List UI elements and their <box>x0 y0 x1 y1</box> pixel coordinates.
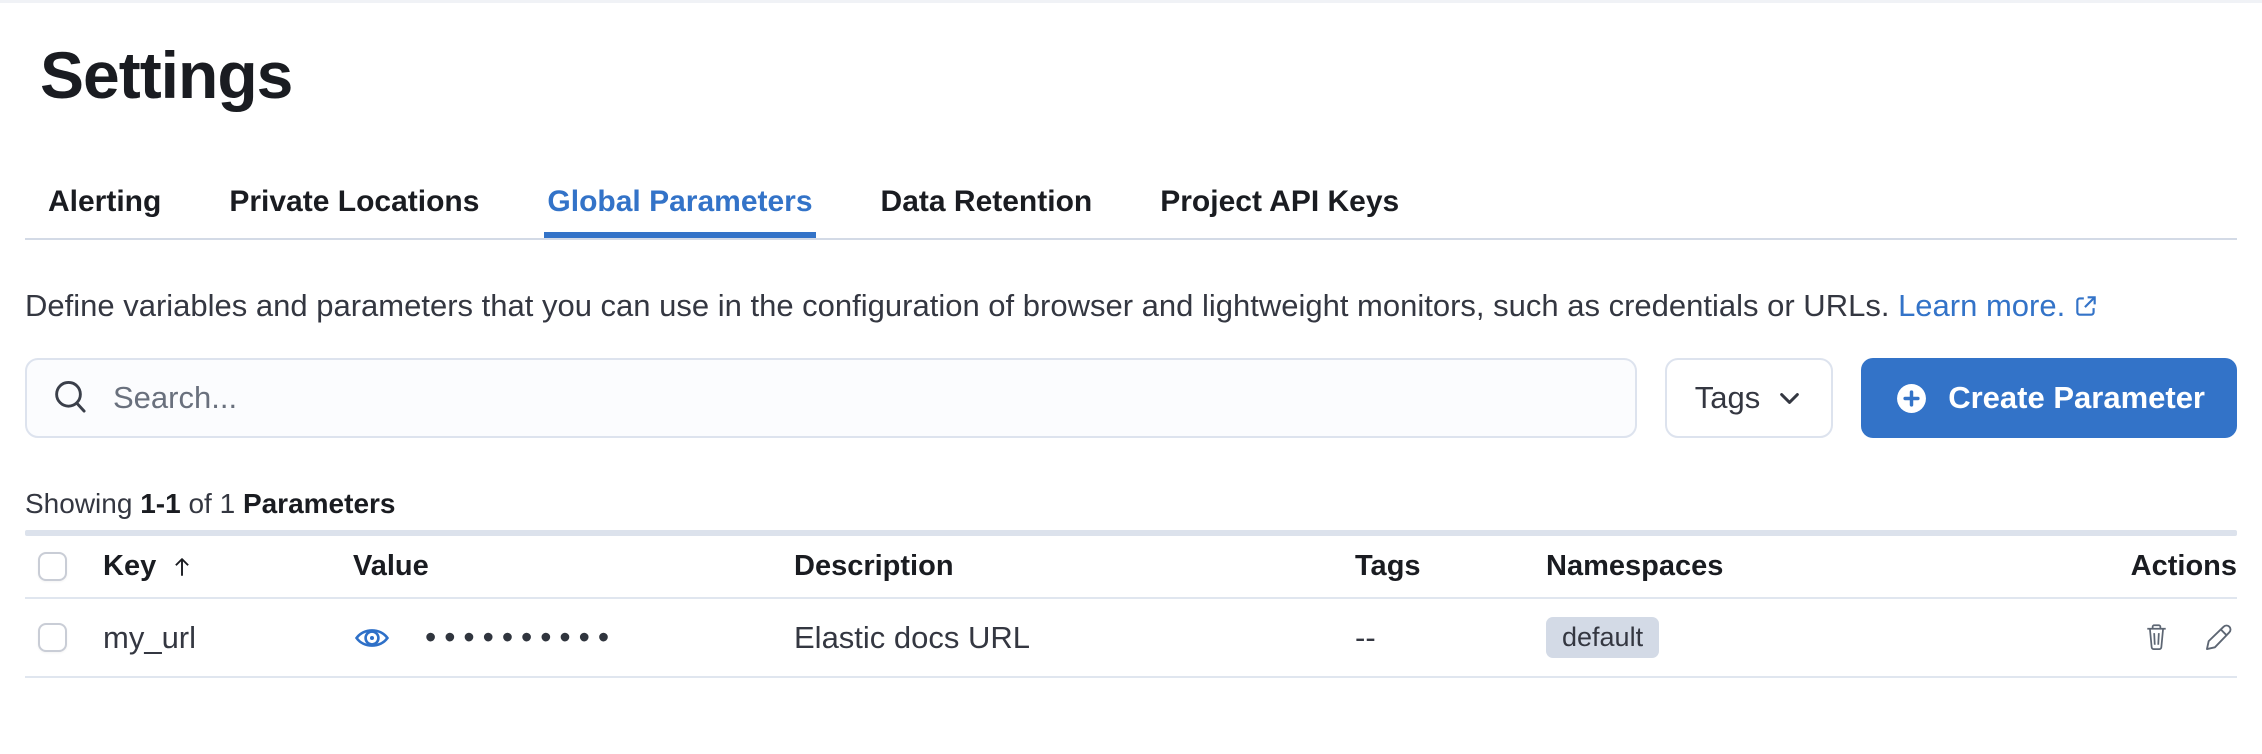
chevron-down-icon <box>1776 385 1803 412</box>
eye-icon <box>353 619 391 657</box>
column-header-tags[interactable]: Tags <box>1355 550 1546 583</box>
tab-global-parameters[interactable]: Global Parameters <box>544 185 815 238</box>
reveal-value-button[interactable] <box>353 619 391 657</box>
create-parameter-label: Create Parameter <box>1948 380 2205 415</box>
summary-total: 1 <box>219 488 236 519</box>
summary-middle: of <box>188 488 212 519</box>
learn-more-label: Learn more. <box>1898 288 2066 323</box>
tab-alerting[interactable]: Alerting <box>48 185 162 218</box>
column-value-label: Value <box>353 550 429 582</box>
namespace-badge: default <box>1546 617 1660 658</box>
page-description: Define variables and parameters that you… <box>25 282 2237 330</box>
settings-tabs: Alerting Private Locations Global Parame… <box>25 185 2237 240</box>
column-header-actions: Actions <box>1900 550 2237 583</box>
masked-value: •••••••••• <box>425 619 618 655</box>
settings-page: Settings Alerting Private Locations Glob… <box>0 3 2262 678</box>
column-actions-label: Actions <box>2130 550 2237 582</box>
row-tags-cell: -- <box>1355 619 1376 655</box>
parameters-toolbar: Tags Create Parameter <box>25 358 2237 438</box>
sort-ascending-icon <box>168 553 196 581</box>
search-input[interactable] <box>113 380 1611 416</box>
select-row-checkbox[interactable] <box>38 623 67 652</box>
row-checkbox-cell <box>25 623 103 652</box>
external-link-icon <box>2073 293 2099 319</box>
row-key-cell: my_url <box>103 619 197 655</box>
column-tags-label: Tags <box>1355 550 1421 582</box>
top-divider <box>0 0 2262 3</box>
table-header-row: Key Value Description Tags Namespaces Ac… <box>25 536 2237 599</box>
search-icon <box>51 378 91 418</box>
row-namespaces-cell: default <box>1546 617 1900 658</box>
tab-private-locations[interactable]: Private Locations <box>229 185 480 218</box>
delete-parameter-button[interactable] <box>2141 621 2172 654</box>
tags-filter-button[interactable]: Tags <box>1664 358 1834 438</box>
page-title: Settings <box>40 38 293 112</box>
tab-data-retention[interactable]: Data Retention <box>880 185 1093 218</box>
plus-in-circle-icon <box>1893 380 1930 417</box>
description-text: Define variables and parameters that you… <box>25 288 1890 323</box>
column-key-label: Key <box>103 550 157 582</box>
create-parameter-button[interactable]: Create Parameter <box>1861 358 2237 438</box>
column-description-label: Description <box>794 550 954 582</box>
learn-more-link[interactable]: Learn more. <box>1898 288 2099 323</box>
results-summary: Showing 1-1 of 1 Parameters <box>25 488 2237 520</box>
header-checkbox-cell <box>25 552 103 581</box>
row-actions-cell <box>1900 621 2237 654</box>
select-all-checkbox[interactable] <box>38 552 67 581</box>
table-row: my_url •••••••••• Elastic docs URL -- de… <box>25 599 2237 678</box>
tab-project-api-keys[interactable]: Project API Keys <box>1160 185 1400 218</box>
pencil-icon <box>2202 621 2235 654</box>
parameters-table: Key Value Description Tags Namespaces Ac… <box>25 530 2237 678</box>
trash-icon <box>2141 622 2172 653</box>
row-description-cell: Elastic docs URL <box>794 619 1031 655</box>
search-box[interactable] <box>25 358 1637 438</box>
column-header-key[interactable]: Key <box>103 550 353 583</box>
column-namespaces-label: Namespaces <box>1546 550 1724 582</box>
summary-range: 1-1 <box>140 488 181 519</box>
column-header-namespaces[interactable]: Namespaces <box>1546 550 1900 583</box>
edit-parameter-button[interactable] <box>2202 621 2235 654</box>
column-header-description[interactable]: Description <box>794 550 1355 583</box>
summary-entity: Parameters <box>242 488 396 519</box>
column-header-value[interactable]: Value <box>353 550 794 583</box>
table-top-border <box>25 530 2237 536</box>
row-value-cell: •••••••••• <box>353 619 794 657</box>
tags-filter-label: Tags <box>1694 380 1761 415</box>
summary-prefix: Showing <box>25 488 133 519</box>
